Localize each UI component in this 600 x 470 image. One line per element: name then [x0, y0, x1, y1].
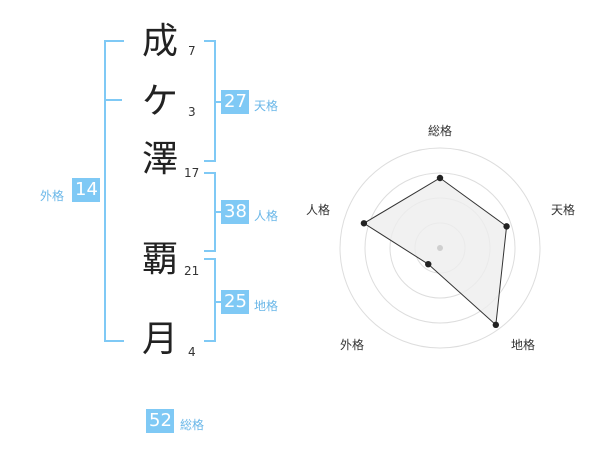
radar-center-dot	[437, 245, 443, 251]
jinkaku-value: 38	[221, 200, 249, 224]
stroke-count-3: 17	[184, 166, 200, 180]
soukaku-label: 総格	[180, 418, 205, 432]
jinkaku-bracket-tick	[214, 211, 222, 213]
name-char-2: ケ	[141, 81, 178, 122]
name-char-5: 月	[141, 319, 178, 360]
radar-point-3	[492, 321, 500, 329]
radar-point-1	[436, 174, 444, 182]
radar-axis-jinkaku: 人格	[306, 203, 331, 217]
stroke-count-5: 4	[188, 345, 196, 359]
stroke-count-4: 21	[184, 264, 200, 278]
radar-axis-gaikaku: 外格	[340, 338, 365, 352]
tenkaku-value: 27	[221, 90, 249, 114]
radar-point-4	[425, 260, 432, 268]
name-char-3: 澤	[141, 139, 178, 180]
radar-axis-soukaku: 総格	[428, 124, 453, 138]
gaikaku-bracket	[104, 40, 124, 342]
stroke-count-1: 7	[188, 44, 196, 58]
radar-ring	[339, 147, 541, 349]
chikaku-bracket-tick	[214, 301, 222, 303]
radar-axis-chikaku: 地格	[511, 338, 536, 352]
radar-ring	[364, 172, 516, 324]
gaikaku-bracket-tick	[104, 99, 122, 101]
gaikaku-label: 外格	[40, 189, 65, 203]
radar-score-polygon	[362, 177, 508, 326]
radar-point-2	[503, 223, 510, 230]
stroke-count-2: 3	[188, 105, 196, 119]
radar-point-5	[360, 220, 368, 227]
tenkaku-label: 天格	[254, 99, 279, 113]
radar-axis-tenkaku: 天格	[551, 203, 576, 217]
gaikaku-value: 14	[72, 178, 100, 202]
name-char-1: 成	[141, 21, 178, 62]
soukaku-value: 52	[146, 409, 174, 433]
jinkaku-label: 人格	[254, 209, 279, 223]
chikaku-bracket	[204, 258, 216, 342]
tenkaku-bracket-tick	[214, 101, 222, 103]
chikaku-label: 地格	[254, 299, 279, 313]
name-char-4: 覇	[141, 239, 178, 280]
chikaku-value: 25	[221, 290, 249, 314]
